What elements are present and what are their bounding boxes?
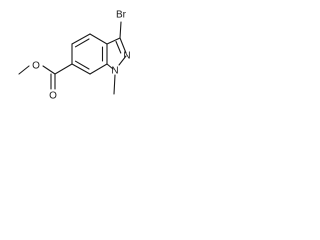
bond-c3a-c3 — [106, 37, 121, 45]
bond-n1-methyl — [113, 74, 116, 95]
carbonyl-oxygen-label: O — [49, 91, 57, 102]
bond-carbonyl-ester-oxygen — [42, 65, 56, 75]
bond-ester-oxygen-methyl — [18, 65, 30, 75]
bond-n1-c7a — [106, 63, 114, 70]
structure-canvas: Br N N O O — [0, 0, 150, 150]
ester-oxygen-label: O — [32, 61, 40, 72]
molecule-structure: Br N N O O — [18, 10, 131, 102]
bond-c6-c7 — [71, 63, 91, 75]
bond-c3a-c4 — [89, 33, 108, 45]
ring-nitrogen-1-label: N — [111, 66, 118, 77]
bond-c6-c7-inner — [74, 60, 90, 70]
bond-c3-n2-inner — [115, 40, 122, 54]
bond-n2-n1 — [118, 55, 127, 66]
bond-c4-c5 — [71, 33, 91, 45]
ring-nitrogen-2-label: N — [123, 51, 130, 62]
bond-c3-n2 — [119, 37, 127, 54]
bromine-label: Br — [116, 10, 127, 21]
bond-c4-c5-inner — [74, 38, 90, 48]
bond-c3-br — [119, 21, 122, 39]
bond-c6-carbonyl — [54, 63, 73, 75]
bond-c7-c7a — [89, 63, 108, 75]
